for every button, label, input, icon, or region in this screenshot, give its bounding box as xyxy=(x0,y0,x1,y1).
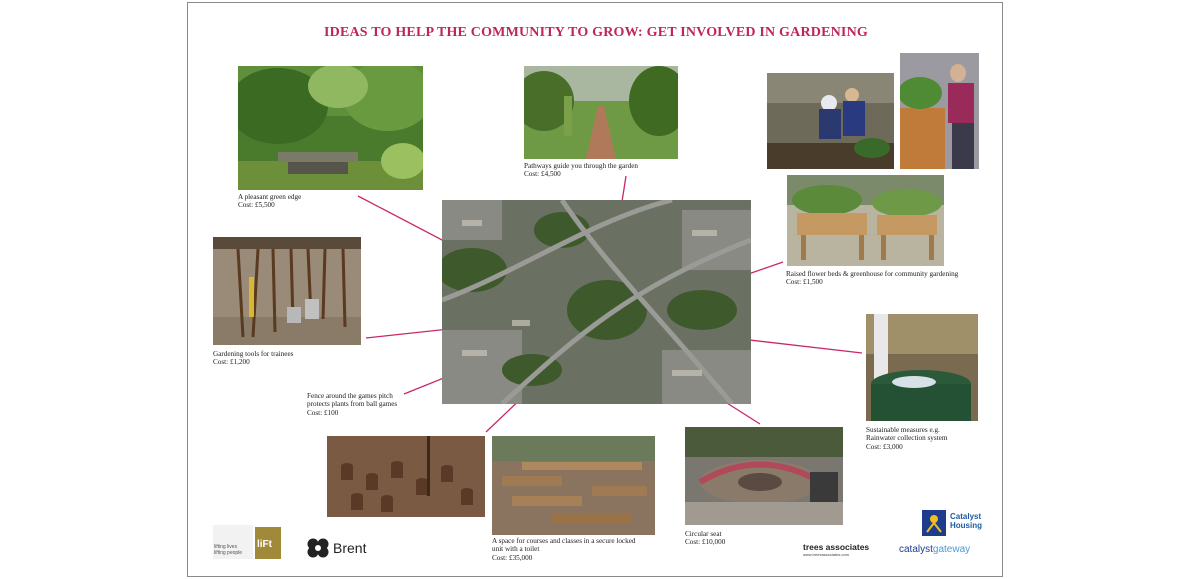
caption-cost: Cost: £1,200 xyxy=(213,358,250,367)
caption-secure-unit: A space for courses and classes in a sec… xyxy=(492,537,636,562)
brent-name: Brent xyxy=(333,540,367,556)
trees-associates-name: trees associates xyxy=(803,542,870,552)
caption-pathways: Pathways guide you through the garden Co… xyxy=(524,162,638,179)
caption-line1: Fence around the games pitch xyxy=(307,392,393,400)
photo-children-gardening xyxy=(767,73,894,169)
photo-green-edge xyxy=(238,66,423,190)
caption-cost: Cost: £4,500 xyxy=(524,170,561,179)
catalyst-name-2: Housing xyxy=(950,521,982,530)
photo-gardening-tools xyxy=(213,237,361,345)
catalyst-emblem-icon xyxy=(922,510,946,536)
caption-cost: Cost: £100 xyxy=(307,408,339,417)
caption-cost: Cost: £5,500 xyxy=(238,201,275,210)
caption-text: Circular seat xyxy=(685,530,722,538)
caption-line1: Sustainable measures e.g. xyxy=(866,426,940,434)
caption-cost: Cost: £3,000 xyxy=(866,442,903,451)
caption-rainwater: Sustainable measures e.g. Rainwater coll… xyxy=(866,426,947,451)
photo-raised-beds xyxy=(787,175,944,266)
caption-cost: Cost: £35,000 xyxy=(492,553,533,562)
caption-line2: Rainwater collection system xyxy=(866,434,948,443)
photo-pathways xyxy=(524,66,678,159)
aerial-map xyxy=(442,200,751,404)
trees-associates-url: www.treesassociates.com xyxy=(803,552,850,557)
caption-line1: A space for courses and classes in a sec… xyxy=(492,537,636,545)
caption-text: Raised flower beds & greenhouse for comm… xyxy=(786,270,959,278)
lift-tagline-2: lifting people xyxy=(214,550,243,556)
photo-rainwater-barrel xyxy=(866,314,978,421)
caption-line2: protects plants from ball games xyxy=(307,400,398,409)
catalyst-name-1: Catalyst xyxy=(950,512,982,521)
caption-circular-seat: Circular seat Cost: £10,000 xyxy=(685,530,725,547)
trees-associates-logo: trees associates www.treesassociates.com xyxy=(803,542,869,557)
catalyst-gateway-a: catalyst xyxy=(899,544,933,555)
lift-tagline-1: lifting lives xyxy=(214,544,238,550)
photo-circular-seat xyxy=(685,427,843,525)
catalyst-gateway-b: gateway xyxy=(932,544,971,555)
caption-raised-beds: Raised flower beds & greenhouse for comm… xyxy=(786,270,958,287)
photo-wooden-benches xyxy=(492,436,655,535)
caption-cost: Cost: £1,500 xyxy=(786,278,823,287)
caption-green-edge: A pleasant green edge Cost: £5,500 xyxy=(238,193,301,210)
caption-text: Gardening tools for trainees xyxy=(213,350,294,358)
photo-log-stumps xyxy=(327,436,485,517)
poster-title: IDEAS TO HELP THE COMMUNITY TO GROW: GET… xyxy=(324,25,868,40)
caption-fence: Fence around the games pitch protects pl… xyxy=(307,392,397,417)
caption-text: Pathways guide you through the garden xyxy=(524,162,638,170)
caption-gardening-tools: Gardening tools for trainees Cost: £1,20… xyxy=(213,350,293,367)
caption-text: A pleasant green edge xyxy=(238,193,302,201)
caption-cost: Cost: £10,000 xyxy=(685,538,726,547)
caption-line2: unit with a toilet xyxy=(492,545,540,554)
lift-mark: liFt xyxy=(257,539,272,550)
brent-emblem-icon xyxy=(307,538,329,558)
lift-logo: lifting lives lifting people liFt xyxy=(213,525,283,559)
photo-woman-raised-bed xyxy=(900,53,979,169)
catalyst-gateway-logo: catalystgateway xyxy=(899,544,970,555)
